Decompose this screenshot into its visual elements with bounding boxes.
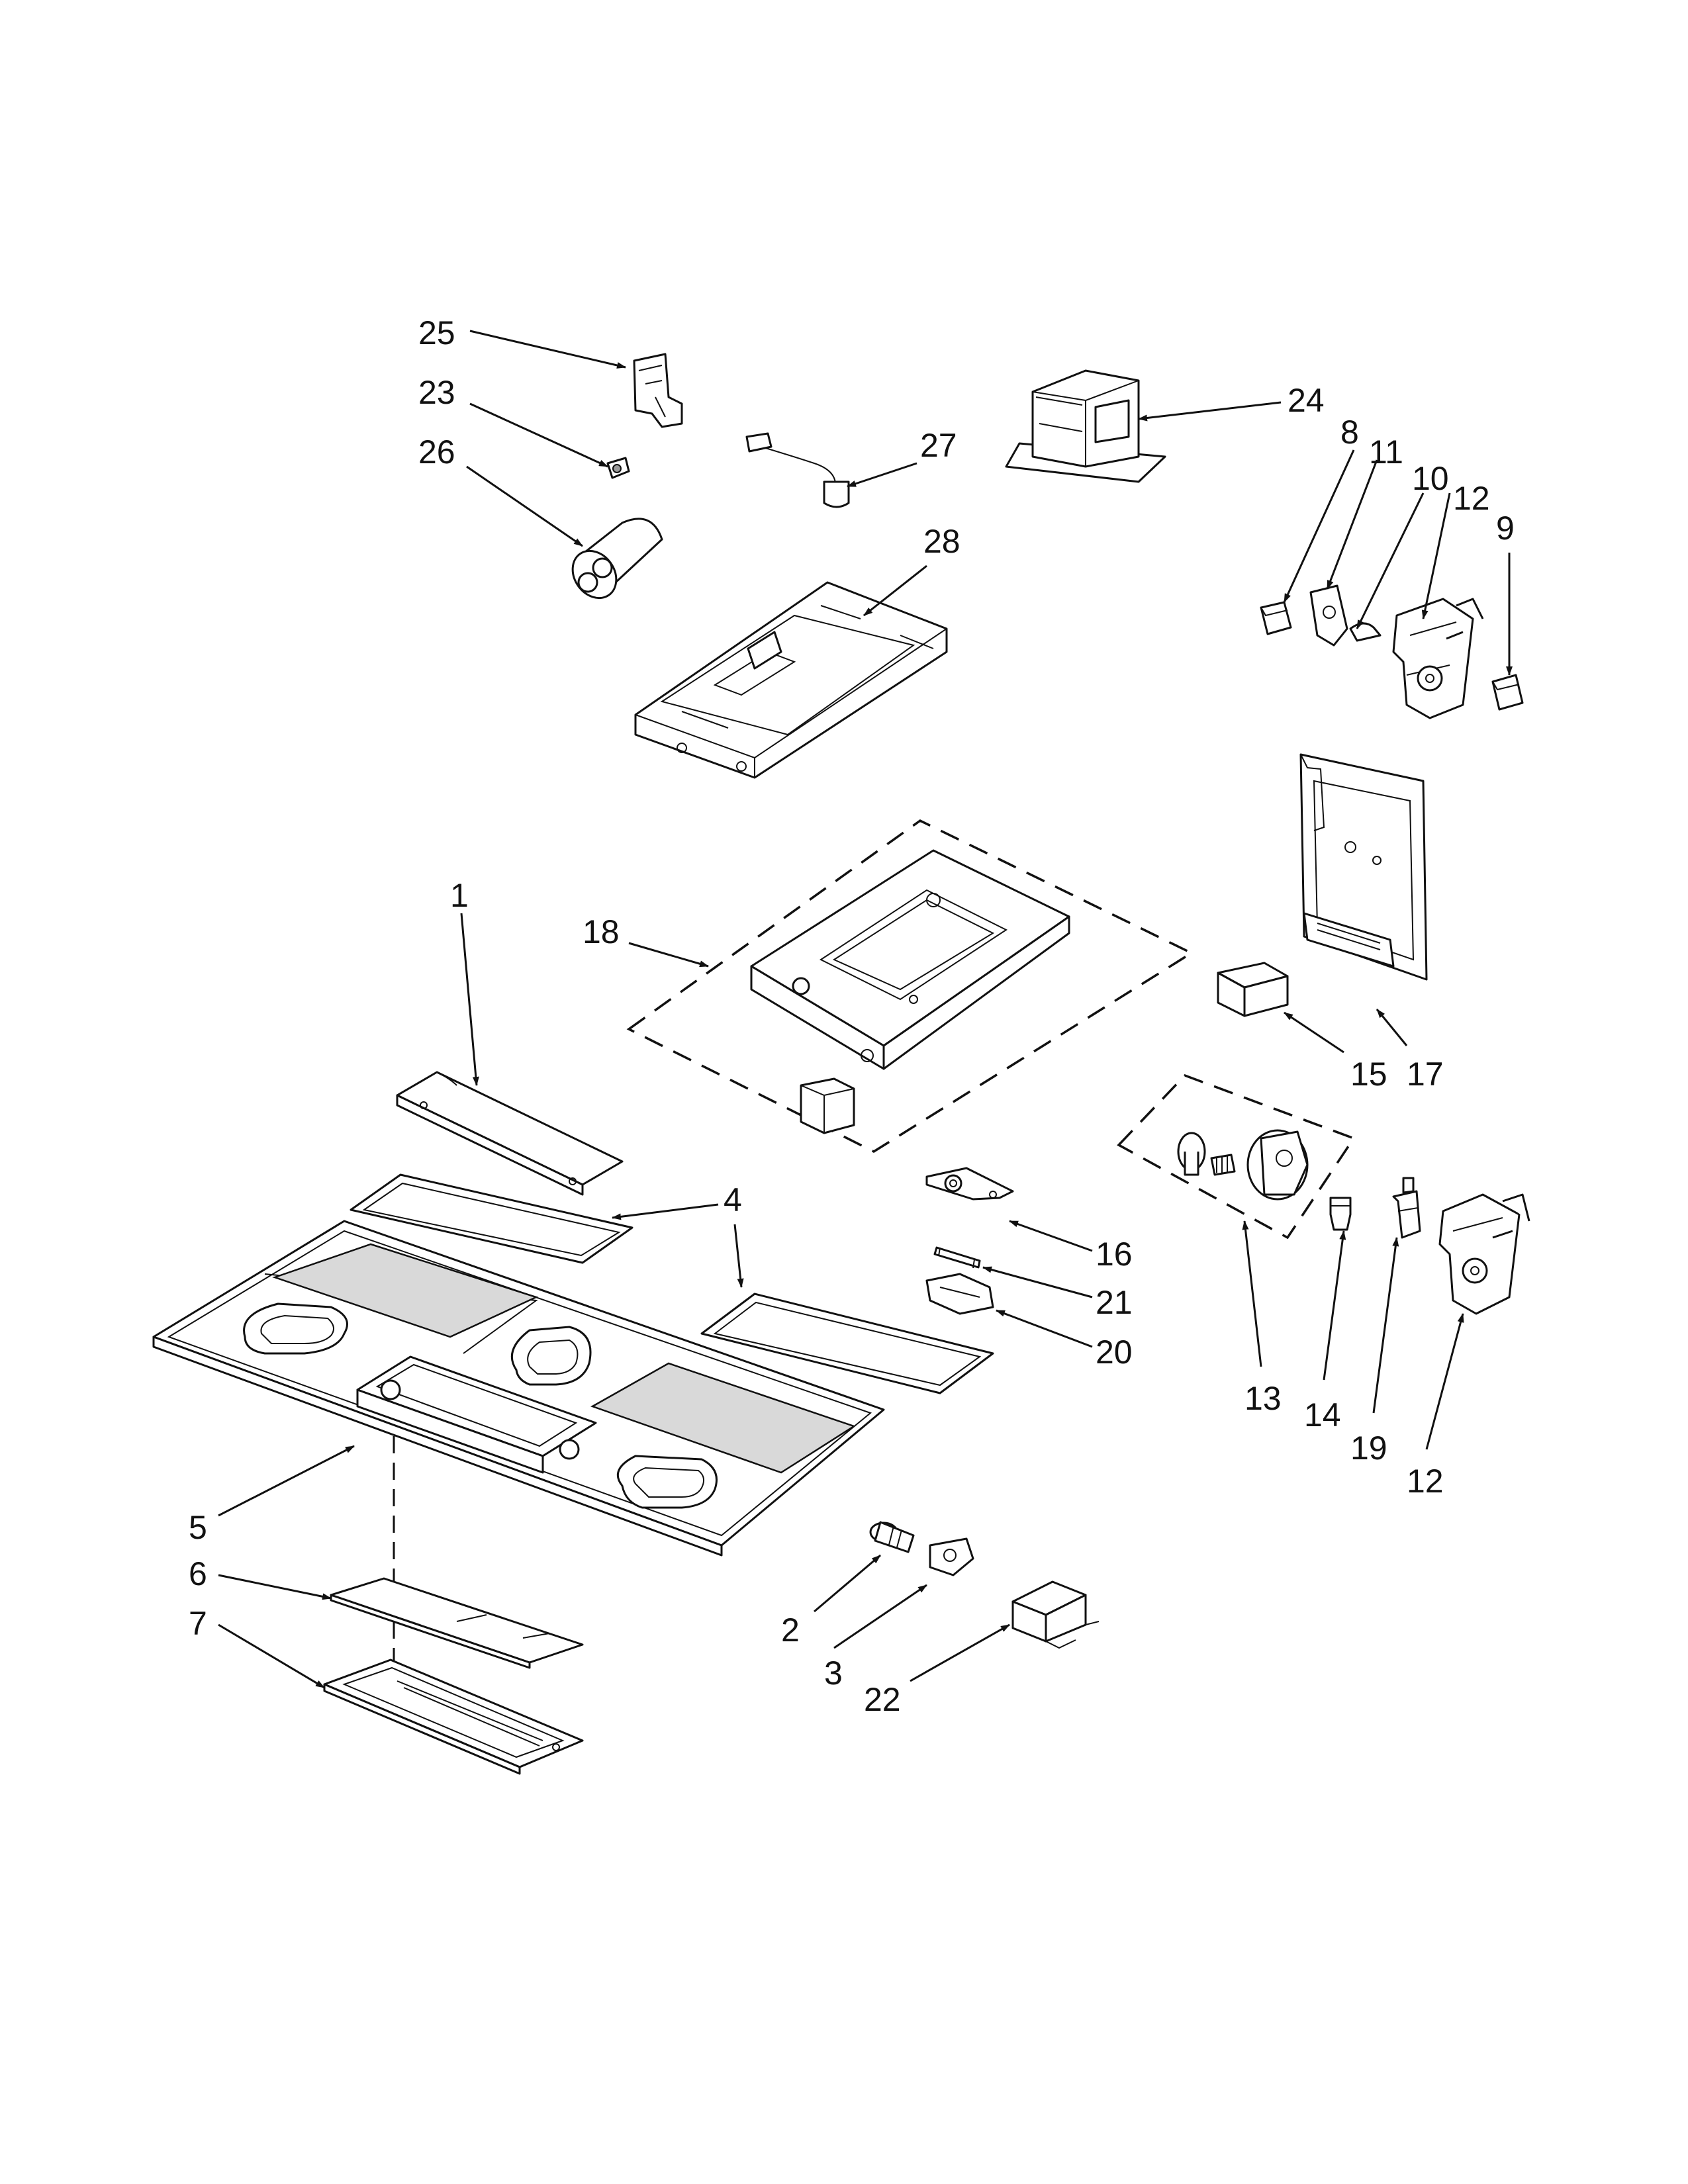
callout-27: 27 — [920, 427, 957, 464]
callout-22: 22 — [864, 1681, 901, 1718]
callout-5: 5 — [189, 1509, 207, 1546]
part-5-bottom-plate — [152, 1220, 885, 1691]
part-26-capacitor — [571, 518, 663, 600]
callout-13: 13 — [1244, 1380, 1282, 1417]
part-10-lever — [1349, 622, 1382, 642]
callout-24: 24 — [1288, 382, 1325, 419]
callout-17: 17 — [1407, 1056, 1444, 1093]
part-21-fuse — [933, 1246, 981, 1269]
callout-3: 3 — [824, 1655, 843, 1692]
part-19-switch — [1392, 1177, 1421, 1239]
part-12-switch-holder-bottom — [1438, 1193, 1530, 1315]
part-2-bulb — [869, 1521, 915, 1553]
callout-4: 4 — [724, 1181, 742, 1218]
part-11-actuator — [1309, 584, 1348, 647]
callout-21: 21 — [1096, 1284, 1133, 1321]
part-13-motor-assembly — [1117, 1073, 1356, 1240]
part-23-clip — [606, 457, 630, 479]
part-3-socket — [929, 1537, 974, 1576]
part-27-wire-fuse — [745, 432, 850, 508]
part-6-filter — [330, 1577, 584, 1669]
part-4-glass-panel-left — [350, 1173, 633, 1264]
part-1-vent-grille — [396, 1071, 624, 1196]
callout-12-top: 12 — [1453, 480, 1490, 517]
leader-lines — [218, 330, 1513, 1689]
callout-15: 15 — [1350, 1056, 1387, 1093]
part-22-box — [1011, 1580, 1100, 1649]
part-28-mounting-plate — [634, 581, 948, 779]
callout-28: 28 — [923, 523, 961, 560]
callout-1: 1 — [450, 877, 469, 914]
callout-14: 14 — [1304, 1396, 1341, 1433]
callout-11: 11 — [1369, 433, 1403, 471]
callout-8: 8 — [1340, 414, 1359, 451]
part-9-switch — [1491, 674, 1524, 711]
part-16-bracket — [925, 1167, 1014, 1201]
part-18-floor-assembly — [626, 819, 1194, 1154]
part-12-switch-holder-top — [1392, 598, 1484, 719]
callout-19: 19 — [1350, 1430, 1387, 1467]
callout-2: 2 — [781, 1612, 800, 1649]
callout-25: 25 — [418, 314, 455, 351]
callout-10: 10 — [1412, 460, 1449, 497]
callout-20: 20 — [1096, 1334, 1133, 1371]
part-24-transformer — [1005, 369, 1166, 483]
callout-7: 7 — [189, 1605, 207, 1642]
part-8-switch — [1260, 601, 1292, 635]
callout-12-bottom: 12 — [1407, 1463, 1444, 1500]
part-14-grommet — [1329, 1197, 1352, 1231]
callout-26: 26 — [418, 433, 455, 471]
callout-23: 23 — [418, 374, 455, 411]
part-17-side-panel — [1299, 753, 1428, 981]
callout-labels: 25 23 26 27 28 24 8 11 10 12 9 1 18 15 1… — [189, 314, 1515, 1718]
callout-9: 9 — [1496, 510, 1515, 547]
callout-16: 16 — [1096, 1236, 1133, 1273]
part-4-glass-panel-right — [700, 1293, 994, 1394]
callout-18: 18 — [583, 913, 620, 950]
part-25-bracket — [633, 353, 683, 428]
part-20-fuse-holder — [925, 1273, 994, 1315]
callout-6: 6 — [189, 1555, 207, 1592]
part-7-filter-frame — [323, 1659, 584, 1775]
part-15-module — [1217, 962, 1289, 1017]
